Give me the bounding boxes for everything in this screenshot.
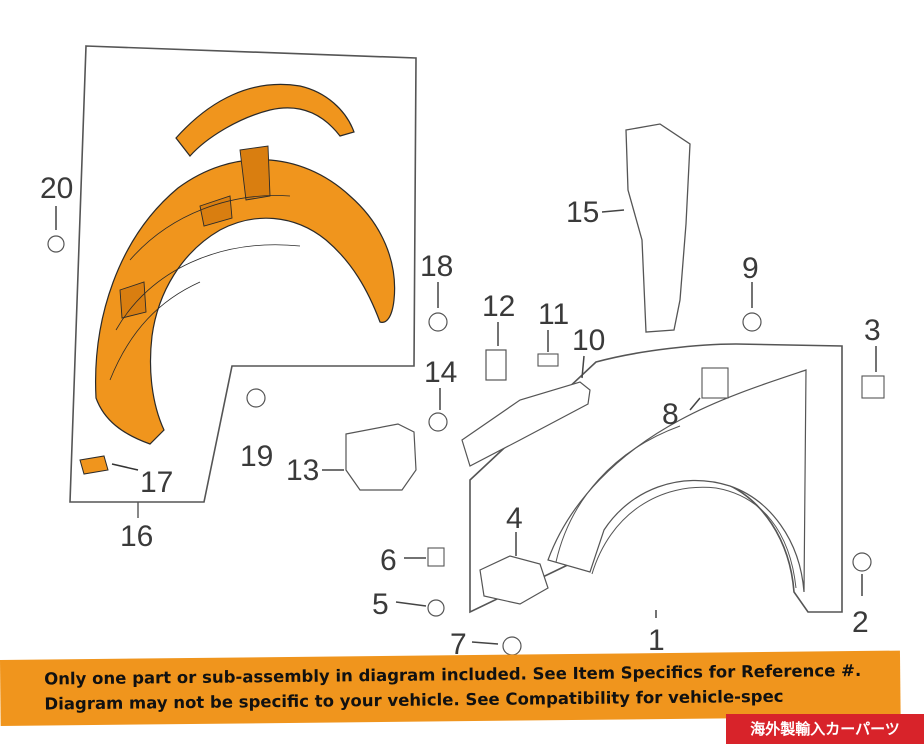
callout-17-leader [111, 463, 139, 471]
fender-panel-body [547, 369, 807, 593]
callout-6: 6 [380, 544, 397, 577]
fastener-7 [502, 636, 522, 656]
leader-lines [55, 206, 877, 645]
disclaimer-line-1: Only one part or sub-assembly in diagram… [44, 660, 862, 689]
callout-17: 17 [140, 466, 173, 499]
callout-8: 8 [662, 398, 679, 431]
clip-6 [427, 547, 445, 567]
insulator-3 [861, 375, 885, 399]
callout-14: 14 [424, 356, 457, 389]
fender-liner [95, 159, 396, 445]
import-parts-tag: 海外製輸入カーパーツ [726, 714, 924, 744]
callout-15: 15 [566, 196, 599, 229]
disclaimer-line-2: Diagram may not be specific to your vehi… [44, 686, 784, 714]
fastener-18 [428, 312, 448, 332]
callout-10: 10 [572, 324, 605, 357]
plate-12 [485, 349, 507, 381]
callout-11: 11 [538, 298, 569, 331]
fastener-19 [246, 388, 266, 408]
callout-4: 4 [506, 502, 523, 535]
callout-1: 1 [648, 624, 665, 657]
bracket-4 [479, 555, 549, 605]
fastener-9 [742, 312, 762, 332]
fender-liner-detail [119, 145, 271, 319]
fastener-5 [427, 599, 445, 617]
callout-9: 9 [742, 252, 759, 285]
subassembly-boundary [69, 45, 417, 503]
callout-3: 3 [864, 314, 881, 347]
callout-13: 13 [286, 454, 319, 487]
callout-16: 16 [120, 520, 153, 553]
clip-11 [537, 353, 559, 367]
fastener-2 [852, 552, 872, 572]
bracket-8 [701, 367, 729, 399]
splash-shield-upper [175, 83, 355, 157]
callout-7: 7 [450, 628, 467, 661]
fender-arch [555, 425, 797, 589]
fastener-20 [47, 235, 65, 253]
fender-liner-ribs [109, 195, 301, 381]
fastener-14 [428, 412, 448, 432]
callout-2: 2 [852, 606, 869, 639]
callout-5: 5 [372, 588, 389, 621]
callout-18: 18 [420, 250, 453, 283]
rail-bracket-10 [461, 381, 591, 467]
callout-20: 20 [40, 172, 73, 205]
bracket-13 [345, 423, 417, 491]
upper-rail-bracket [625, 123, 691, 333]
liner-bracket [79, 455, 109, 475]
callout-19: 19 [240, 440, 273, 473]
callout-12: 12 [482, 290, 515, 323]
